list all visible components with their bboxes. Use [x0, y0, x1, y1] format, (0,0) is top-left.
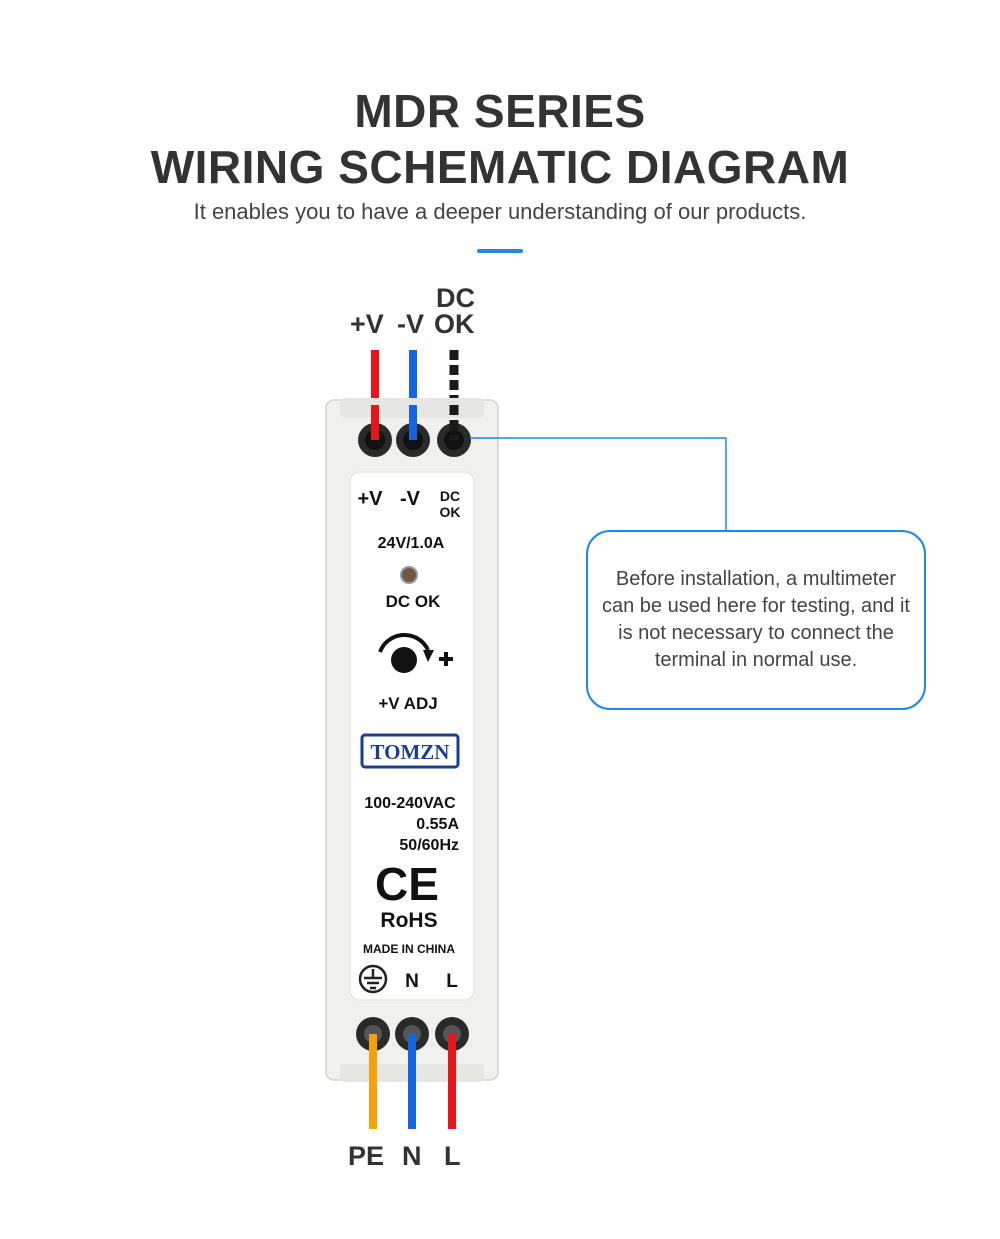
panel-label-pos: +V — [357, 488, 383, 510]
rating-label: 24V/1.0A — [378, 535, 445, 552]
accent-divider — [477, 249, 523, 253]
wire-label-dcok-2: OK — [434, 309, 475, 339]
l-wire — [448, 1034, 456, 1129]
title-line-2: WIRING SCHEMATIC DIAGRAM — [150, 141, 850, 193]
title-line-1: MDR SERIES — [354, 85, 646, 137]
subtitle: It enables you to have a deeper understa… — [193, 199, 807, 224]
voltage-adjust-knob[interactable] — [378, 632, 453, 673]
ground-icon — [358, 964, 388, 994]
wire-label-l: L — [444, 1141, 461, 1171]
panel-label-l: L — [446, 971, 458, 992]
panel-label-neg: -V — [400, 488, 421, 510]
callout-text: Before installation, a multimeter can be… — [602, 568, 910, 671]
callout-leader-line — [470, 437, 727, 530]
ce-mark: CE — [375, 858, 439, 910]
adjust-label: +V ADJ — [378, 694, 437, 713]
input-voltage: 100-240VAC — [364, 795, 456, 812]
panel-label-dcok-2: OK — [440, 504, 461, 520]
input-current: 0.55A — [416, 816, 459, 833]
pe-wire — [369, 1034, 377, 1129]
wire-label-neg: -V — [397, 309, 424, 339]
wire-label-pe: PE — [348, 1141, 385, 1171]
panel-label-n: N — [405, 971, 419, 992]
origin-label: MADE IN CHINA — [363, 942, 455, 956]
panel-label-dcok-1: DC — [440, 488, 460, 504]
led-label: DC OK — [386, 592, 442, 611]
dcok-led — [400, 566, 418, 584]
negative-wire — [409, 350, 417, 440]
n-wire — [408, 1034, 416, 1129]
wire-label-n: N — [402, 1141, 422, 1171]
brand-name: TOMZN — [371, 740, 450, 764]
brand-logo-frame — [360, 733, 460, 769]
dcok-callout: Before installation, a multimeter can be… — [586, 530, 926, 710]
input-frequency: 50/60Hz — [399, 837, 459, 854]
positive-wire — [371, 350, 379, 440]
wire-label-pos: +V — [350, 309, 384, 339]
wire-label-dcok-1: DC — [436, 283, 475, 313]
rohs-mark: RoHS — [380, 909, 437, 932]
